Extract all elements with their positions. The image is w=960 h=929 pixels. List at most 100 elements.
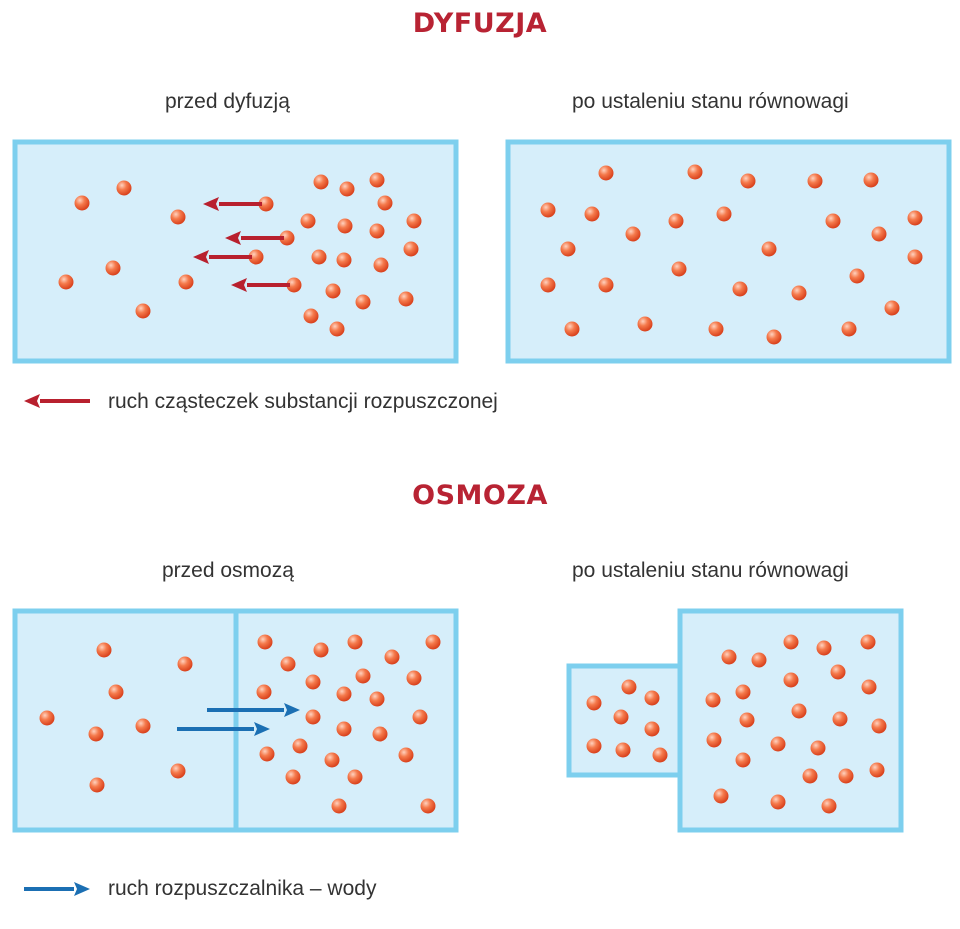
particle <box>838 768 854 784</box>
particle <box>285 769 301 785</box>
particle <box>716 206 732 222</box>
particle <box>406 213 422 229</box>
particle <box>708 321 724 337</box>
particle <box>816 640 832 656</box>
particle <box>88 726 104 742</box>
particle <box>613 709 629 725</box>
particle <box>58 274 74 290</box>
particle <box>369 691 385 707</box>
particle <box>732 281 748 297</box>
particle <box>178 274 194 290</box>
particle <box>248 249 264 265</box>
particle <box>721 649 737 665</box>
particle <box>564 321 580 337</box>
particle <box>751 652 767 668</box>
particle <box>821 798 837 814</box>
particle <box>849 268 865 284</box>
particle <box>420 798 436 814</box>
particle <box>713 788 729 804</box>
particle <box>791 703 807 719</box>
diffusion-before-label: przed dyfuzją <box>165 90 290 113</box>
particle <box>586 695 602 711</box>
particle <box>671 261 687 277</box>
particle <box>807 173 823 189</box>
arrow-head <box>203 197 219 211</box>
osmosis-before-label: przed osmozą <box>162 559 294 582</box>
arrow-head <box>231 278 247 292</box>
particle <box>373 257 389 273</box>
particle <box>258 196 274 212</box>
particle <box>256 684 272 700</box>
particle <box>907 210 923 226</box>
particle <box>783 634 799 650</box>
particle <box>377 195 393 211</box>
particle <box>384 649 400 665</box>
particle <box>740 173 756 189</box>
particle <box>540 277 556 293</box>
particle <box>403 241 419 257</box>
particle <box>770 736 786 752</box>
osmosis-legend-label: ruch rozpuszczalnika – wody <box>108 877 377 900</box>
particle <box>735 684 751 700</box>
particle <box>331 798 347 814</box>
particle <box>598 277 614 293</box>
particle <box>347 634 363 650</box>
particle <box>739 712 755 728</box>
particle <box>406 670 422 686</box>
particle <box>871 718 887 734</box>
particle <box>766 329 782 345</box>
particle <box>637 316 653 332</box>
particle <box>860 634 876 650</box>
particle <box>135 718 151 734</box>
particle <box>305 709 321 725</box>
particle <box>372 726 388 742</box>
particle <box>74 195 90 211</box>
particle <box>369 223 385 239</box>
diffusion-after-particles <box>540 164 923 345</box>
particle <box>644 721 660 737</box>
particle <box>329 321 345 337</box>
osmosis-title: OSMOZA <box>412 480 548 511</box>
particle <box>832 711 848 727</box>
particle <box>825 213 841 229</box>
arrow-head <box>225 231 241 245</box>
particle <box>687 164 703 180</box>
particle <box>177 656 193 672</box>
particle <box>257 634 273 650</box>
particle <box>313 174 329 190</box>
particle <box>170 209 186 225</box>
particle <box>869 762 885 778</box>
particle <box>170 763 186 779</box>
particle <box>861 679 877 695</box>
particle <box>884 300 900 316</box>
particle <box>841 321 857 337</box>
particle <box>625 226 641 242</box>
particle <box>96 642 112 658</box>
particle <box>105 260 121 276</box>
arrow-head <box>254 722 270 736</box>
particle <box>398 747 414 763</box>
particle <box>116 180 132 196</box>
particle <box>615 742 631 758</box>
particle <box>761 241 777 257</box>
osmosis-before-particles <box>39 634 441 814</box>
particle <box>325 283 341 299</box>
particle <box>871 226 887 242</box>
particle <box>830 664 846 680</box>
particle <box>369 172 385 188</box>
particle <box>560 241 576 257</box>
particle <box>802 768 818 784</box>
particle <box>313 642 329 658</box>
particle <box>355 294 371 310</box>
particle <box>398 291 414 307</box>
particle <box>311 249 327 265</box>
particle <box>336 686 352 702</box>
particle <box>584 206 600 222</box>
particle <box>598 165 614 181</box>
particle <box>644 690 660 706</box>
particle <box>337 218 353 234</box>
diffusion-arrows <box>193 197 290 292</box>
particle <box>89 777 105 793</box>
osmosis-arrows <box>177 703 300 736</box>
arrow-head <box>74 882 90 896</box>
